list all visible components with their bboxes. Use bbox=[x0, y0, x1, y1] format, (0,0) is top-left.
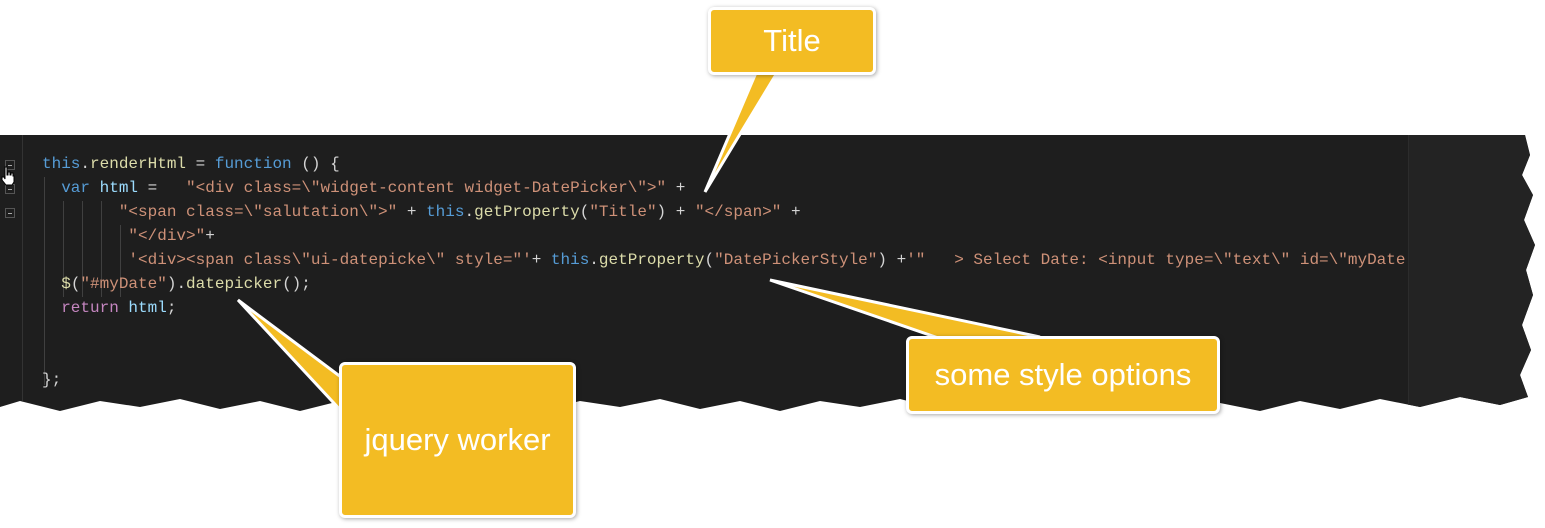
code-token: $ bbox=[61, 275, 71, 293]
code-line[interactable]: "<span class=\"salutation\">" + this.get… bbox=[42, 200, 801, 224]
callout-jquery-worker: jquery worker bbox=[339, 362, 576, 518]
hand-cursor-icon bbox=[1, 166, 15, 186]
title-callout-tail bbox=[703, 66, 783, 193]
code-line[interactable]: }; bbox=[42, 368, 61, 392]
code-token: (); bbox=[282, 275, 311, 293]
code-token: "<div class=\"widget-content widget-Date… bbox=[186, 179, 667, 197]
code-token: html bbox=[128, 299, 167, 317]
code-token: + bbox=[397, 203, 427, 221]
indent-guide bbox=[63, 201, 64, 297]
code-token: html bbox=[99, 179, 139, 197]
editor-overview-ruler bbox=[1408, 135, 1535, 411]
code-token: '" > Select Date: <input type=\"text\" i… bbox=[906, 251, 1406, 269]
code-line[interactable]: '<div><span class\"ui-datepicke\" style=… bbox=[42, 248, 1405, 272]
code-token: + bbox=[531, 251, 551, 269]
code-token: datepicker bbox=[186, 275, 283, 293]
code-token: this bbox=[550, 251, 590, 269]
callout-style-options: some style options bbox=[906, 336, 1220, 414]
code-token: ). bbox=[166, 275, 187, 293]
code-token: ) + bbox=[877, 251, 907, 269]
code-token: renderHtml bbox=[90, 155, 187, 173]
fold-toggle-icon[interactable] bbox=[5, 160, 15, 170]
callout-jquery-text: jquery worker bbox=[364, 422, 551, 457]
code-token: ; bbox=[166, 299, 177, 317]
code-token: }; bbox=[42, 371, 62, 389]
callout-title-text: Title bbox=[763, 23, 821, 58]
code-token: ( bbox=[579, 203, 590, 221]
code-token: () { bbox=[291, 155, 340, 173]
code-token: + bbox=[666, 179, 686, 197]
code-line[interactable]: "</div>"+ bbox=[42, 224, 215, 248]
code-line[interactable]: var html = "<div class=\"widget-content … bbox=[42, 176, 685, 200]
code-token: getProperty bbox=[598, 251, 705, 269]
code-token: return bbox=[61, 299, 119, 317]
code-token: = bbox=[138, 179, 187, 197]
code-line[interactable]: return html; bbox=[42, 296, 176, 320]
style-callout-tail bbox=[769, 278, 1041, 344]
callout-style-text: some style options bbox=[934, 357, 1192, 392]
code-token: var bbox=[61, 179, 91, 197]
indent-guide bbox=[82, 201, 83, 297]
code-token: "</div>" bbox=[128, 227, 206, 245]
code-token: '<div><span class\"ui-datepicke\" style=… bbox=[128, 251, 532, 269]
code-token: "DatePickerStyle" bbox=[714, 251, 878, 269]
indent-guide bbox=[44, 177, 45, 385]
code-token: + bbox=[205, 227, 215, 245]
code-token: . bbox=[589, 251, 599, 269]
indent-guide bbox=[120, 225, 121, 297]
code-token: "</span>" bbox=[694, 203, 782, 221]
code-editor: this.renderHtml = function () { var html… bbox=[0, 135, 1535, 411]
code-token: . bbox=[464, 203, 475, 221]
code-token: "Title" bbox=[589, 203, 657, 221]
code-line[interactable]: $("#myDate").datepicker(); bbox=[42, 272, 311, 296]
code-token: "<span class=\"salutation\">" bbox=[118, 203, 398, 221]
fold-toggle-icon[interactable] bbox=[5, 208, 15, 218]
code-token: ( bbox=[70, 275, 81, 293]
code-token: function bbox=[214, 155, 292, 173]
code-token: ) + bbox=[656, 203, 695, 221]
code-token: getProperty bbox=[474, 203, 580, 221]
code-token: = bbox=[186, 155, 215, 173]
callout-title: Title bbox=[708, 7, 876, 75]
jquery-callout-tail bbox=[236, 298, 347, 419]
code-token: . bbox=[80, 155, 91, 173]
code-line[interactable]: this.renderHtml = function () { bbox=[42, 152, 340, 176]
code-token: "#myDate" bbox=[80, 275, 167, 293]
code-token: ( bbox=[704, 251, 715, 269]
indent-guide bbox=[101, 201, 102, 297]
code-token: this bbox=[426, 203, 465, 221]
gutter-divider bbox=[22, 135, 23, 411]
code-token: + bbox=[781, 203, 801, 221]
code-token: this bbox=[42, 155, 81, 173]
